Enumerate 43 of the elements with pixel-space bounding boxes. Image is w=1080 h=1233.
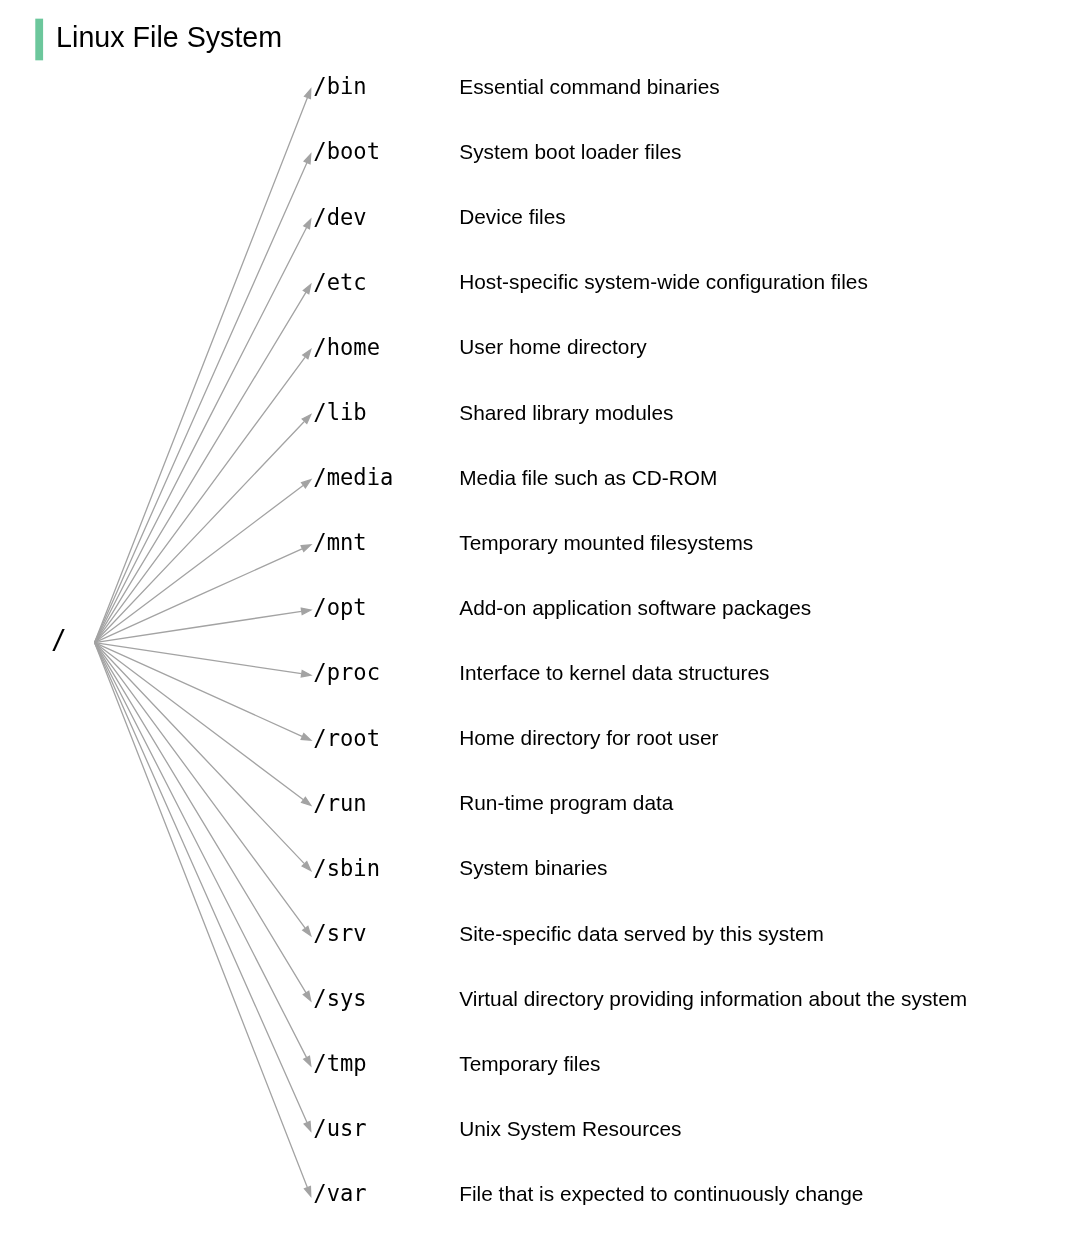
node-text: /etc <box>313 268 367 295</box>
node-label: Site-specific data served by this system <box>459 921 824 945</box>
node-label: User home directory <box>459 335 647 359</box>
node-label: Temporary files <box>459 1051 601 1075</box>
arrow <box>93 478 313 644</box>
node-label: Interface to kernel data structures <box>459 661 770 685</box>
node-label: File that is expected to continuously change <box>459 1182 864 1206</box>
node-text: /boot <box>313 138 380 165</box>
arrow <box>93 282 312 644</box>
node-label: Device files <box>459 205 566 229</box>
node-text: /dev <box>313 203 367 230</box>
node-text: /mnt <box>313 529 367 556</box>
node-label: System boot loader files <box>459 140 682 164</box>
node-text: /sbin <box>313 854 380 881</box>
node-label: Add-on application software packages <box>459 595 812 619</box>
node-text: /proc <box>313 659 380 686</box>
node-label: Media file such as CD-ROM <box>459 465 718 489</box>
node-text: /tmp <box>313 1050 367 1077</box>
node-text: / <box>50 625 67 656</box>
node-text: /home <box>313 333 380 360</box>
arrow <box>93 347 312 644</box>
node-label: Virtual directory providing information about the system <box>459 986 968 1010</box>
node-text: /opt <box>313 594 367 621</box>
node-text: /sys <box>313 985 367 1012</box>
node-label: Run-time program data <box>459 791 674 815</box>
node-label: Shared library modules <box>459 400 674 424</box>
node-text: /media <box>313 464 394 491</box>
node-label: Home directory for root user <box>459 726 719 750</box>
arrow <box>93 413 313 644</box>
node-label: Temporary mounted filesystems <box>459 530 754 554</box>
node-text: /var <box>313 1180 367 1207</box>
diagram-title: Linux File System <box>56 20 283 53</box>
node-label: Unix System Resources <box>459 1116 682 1140</box>
node-text: /run <box>313 789 367 816</box>
node-text: /lib <box>313 398 367 425</box>
arrow <box>93 544 313 644</box>
node-text: /bin <box>313 73 367 100</box>
node-label: Essential command binaries <box>459 74 720 98</box>
node-label: System binaries <box>459 856 608 880</box>
node-label: Host-specific system-wide configuration files <box>459 270 868 294</box>
node-text: /usr <box>313 1115 367 1142</box>
node-text: /root <box>313 724 380 751</box>
node-text: /srv <box>313 919 367 946</box>
